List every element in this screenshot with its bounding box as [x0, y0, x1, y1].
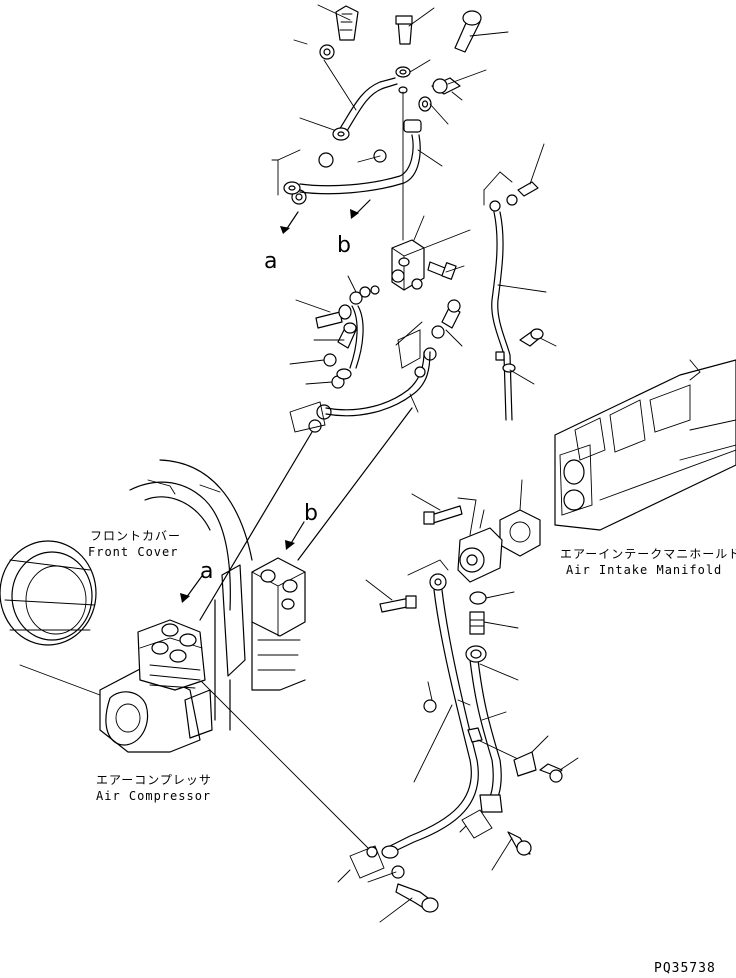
lower-tube-left — [381, 573, 479, 859]
block-joint — [391, 215, 471, 291]
manifold-elbow — [457, 509, 503, 583]
nut-lower — [423, 681, 437, 713]
callout-a-lower: a — [200, 559, 213, 584]
manifold-label-jp: エアーインテークマニホールド — [560, 547, 736, 561]
front-cover-label-jp: フロントカバー — [90, 529, 181, 543]
air-compressor-body — [99, 619, 213, 753]
air-compressor-label-jp: エアーコンプレッサ — [96, 773, 212, 787]
callout-b-upper: b — [337, 233, 351, 258]
left-bracket-bolt — [365, 579, 417, 613]
upper-tube-left — [299, 59, 398, 141]
air-compressor-label-en: Air Compressor — [96, 789, 211, 803]
upper-bolt-center — [395, 7, 435, 45]
dipstick-bolt — [519, 328, 557, 347]
arrow-a-lower: a — [180, 559, 213, 603]
compressor-head — [251, 557, 306, 691]
lower-connector — [469, 591, 519, 635]
middle-washers — [289, 275, 445, 433]
clamp-upper-left — [271, 149, 301, 196]
lower-clamp-bottom — [337, 845, 385, 883]
upper-bolt-right — [454, 10, 509, 53]
callout-a-upper: a — [264, 249, 277, 274]
front-pulley — [0, 540, 97, 646]
block-bolt — [427, 261, 465, 280]
upper-bolt-left — [317, 4, 359, 41]
long-leader-compressor — [189, 669, 371, 851]
long-tube-b — [297, 407, 413, 561]
callout-b-lower: b — [304, 501, 318, 526]
long-tube-a — [199, 431, 313, 621]
manifold-gasket — [499, 479, 541, 557]
pulley-leader — [19, 664, 101, 696]
clamp-middle — [289, 321, 423, 433]
middle-tube-long — [325, 351, 431, 417]
middle-bolt-left-1 — [295, 299, 352, 329]
lower-clamps — [459, 727, 579, 839]
drawing-code: PQ35738 — [654, 961, 716, 976]
manifold-bolt — [411, 493, 463, 525]
upper-washers — [291, 39, 518, 261]
front-cover-housing — [129, 459, 253, 731]
air-intake-manifold — [554, 359, 736, 531]
upper-tube-right — [283, 119, 443, 195]
arrow-b-lower: b — [285, 501, 318, 550]
lower-bolt-left — [367, 865, 439, 923]
arrow-a-upper: a — [264, 211, 299, 274]
upper-fitting — [431, 69, 487, 101]
middle-bolt-right — [441, 299, 463, 347]
dipstick-assembly — [483, 143, 547, 421]
manifold-label-en: Air Intake Manifold — [566, 563, 722, 577]
arrow-b-upper: b — [337, 199, 371, 258]
middle-tube-short — [336, 305, 364, 380]
lower-bolt-right — [491, 831, 532, 871]
lower-tube-right — [465, 645, 519, 813]
manifold-bracket — [407, 497, 477, 576]
middle-bolt-left-2 — [313, 322, 357, 349]
front-cover-label-en: Front Cover — [88, 545, 178, 559]
